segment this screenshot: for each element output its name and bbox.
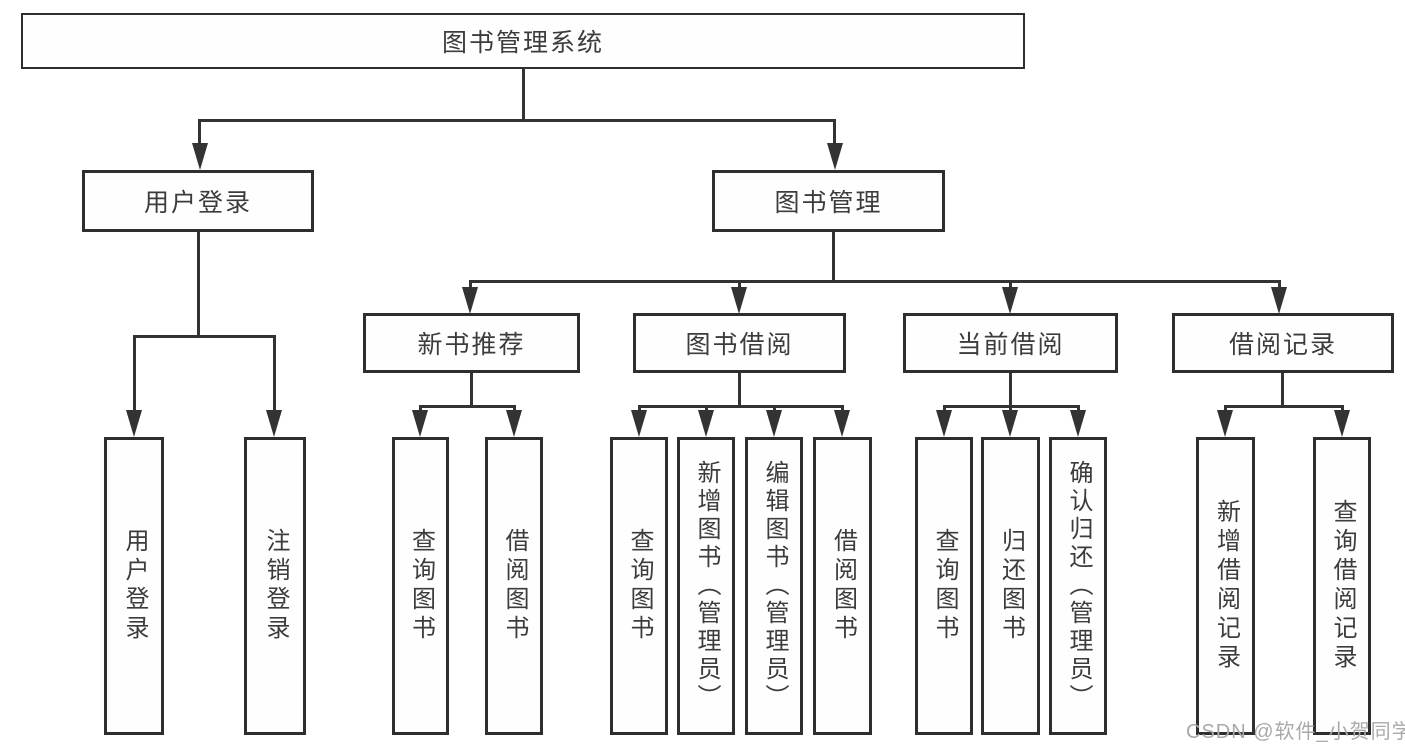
connector-line: [273, 335, 276, 413]
leaf-logout: 注销登录: [244, 437, 306, 735]
arrow-down-icon: [412, 410, 428, 437]
leaf-edit-books-admin: 编辑图书（管理员）: [745, 437, 803, 735]
connector-line: [738, 373, 741, 408]
arrow-down-icon: [698, 410, 714, 437]
arrow-down-icon: [1002, 410, 1018, 437]
connector-line: [832, 232, 835, 282]
leaf-confirm-return-admin: 确认归还（管理员）: [1049, 437, 1107, 735]
connector-line: [1009, 373, 1012, 408]
connector-line: [469, 280, 472, 292]
arrow-down-icon: [827, 143, 843, 170]
connector-line: [943, 405, 946, 413]
connector-line: [638, 405, 641, 413]
node-current-borrowing: 当前借阅: [903, 313, 1118, 373]
leaf-label: 归还图书: [997, 528, 1025, 644]
node-book-management: 图书管理: [712, 170, 945, 232]
node-label: 图书管理: [774, 189, 883, 217]
connector-line: [198, 119, 836, 122]
leaf-label: 确认归还（管理员）: [1065, 460, 1092, 712]
node-label: 图书借阅: [685, 331, 794, 359]
arrow-down-icon: [731, 287, 747, 314]
leaf-borrow-books-1: 借阅图书: [485, 437, 543, 735]
arrow-down-icon: [506, 410, 522, 437]
leaf-query-books-1: 查询图书: [392, 437, 449, 735]
connector-line: [522, 68, 525, 122]
leaf-borrow-books-2: 借阅图书: [813, 437, 872, 735]
arrow-down-icon: [834, 410, 850, 437]
arrow-down-icon: [936, 410, 952, 437]
node-library-management-system: 图书管理系统: [21, 13, 1025, 69]
leaf-label: 查询图书: [931, 528, 958, 644]
leaf-label: 借阅图书: [829, 528, 857, 644]
leaf-add-books-admin: 新增图书（管理员）: [677, 437, 735, 735]
connector-line: [1278, 280, 1281, 292]
leaf-query-books-3: 查询图书: [915, 437, 973, 735]
leaf-query-borrow-record: 查询借阅记录: [1313, 437, 1371, 735]
connector-line: [1009, 405, 1012, 413]
leaf-label: 查询借阅记录: [1329, 499, 1356, 673]
leaf-user-login: 用户登录: [104, 437, 164, 735]
leaf-label: 查询图书: [407, 528, 435, 644]
arrow-down-icon: [1334, 410, 1350, 437]
leaf-label: 注销登录: [262, 528, 289, 644]
connector-line: [1009, 280, 1012, 292]
connector-line: [419, 405, 422, 413]
csdn-watermark: CSDN @软件_小贺同学: [1186, 721, 1405, 743]
connector-line: [133, 335, 136, 413]
arrow-down-icon: [1070, 410, 1086, 437]
leaf-label: 用户登录: [121, 528, 148, 644]
connector-line: [841, 405, 844, 413]
node-label: 新书推荐: [417, 331, 526, 359]
connector-line: [513, 405, 516, 413]
connector-line: [1281, 373, 1284, 408]
connector-line: [738, 280, 741, 292]
node-borrowing-records: 借阅记录: [1172, 313, 1394, 373]
leaf-label: 新增图书（管理员）: [693, 460, 720, 712]
leaf-label: 查询图书: [626, 528, 653, 644]
connector-line: [197, 232, 200, 338]
node-label: 借阅记录: [1228, 331, 1337, 359]
connector-line: [1224, 405, 1344, 408]
connector-line: [419, 405, 516, 408]
leaf-label: 编辑图书（管理员）: [761, 460, 788, 712]
arrow-down-icon: [1002, 287, 1018, 314]
connector-line: [1224, 405, 1227, 413]
node-new-book-recommendation: 新书推荐: [363, 313, 580, 373]
node-label: 用户登录: [143, 189, 252, 217]
arrow-down-icon: [766, 410, 782, 437]
leaf-label: 新增借阅记录: [1212, 499, 1240, 673]
arrow-down-icon: [266, 410, 282, 437]
leaf-return-books: 归还图书: [981, 437, 1040, 735]
connector-line: [833, 119, 836, 147]
connector-line: [773, 405, 776, 413]
node-label: 当前借阅: [956, 331, 1065, 359]
arrow-down-icon: [126, 410, 142, 437]
node-book-borrowing: 图书借阅: [633, 313, 846, 373]
connector-line: [638, 405, 844, 408]
connector-line: [705, 405, 708, 413]
connector-line: [1341, 405, 1344, 413]
node-label: 图书管理系统: [441, 29, 604, 57]
arrow-down-icon: [192, 143, 208, 170]
connector-line: [133, 335, 276, 338]
arrow-down-icon: [1271, 287, 1287, 314]
node-user-login: 用户登录: [82, 170, 314, 232]
arrow-down-icon: [1217, 410, 1233, 437]
leaf-query-books-2: 查询图书: [610, 437, 668, 735]
leaf-label: 借阅图书: [501, 528, 528, 644]
leaf-add-borrow-record: 新增借阅记录: [1196, 437, 1255, 735]
connector-line: [198, 119, 201, 147]
connector-line: [470, 373, 473, 408]
connector-line: [1077, 405, 1080, 413]
arrow-down-icon: [462, 287, 478, 314]
connector-line: [469, 280, 1281, 283]
arrow-down-icon: [631, 410, 647, 437]
